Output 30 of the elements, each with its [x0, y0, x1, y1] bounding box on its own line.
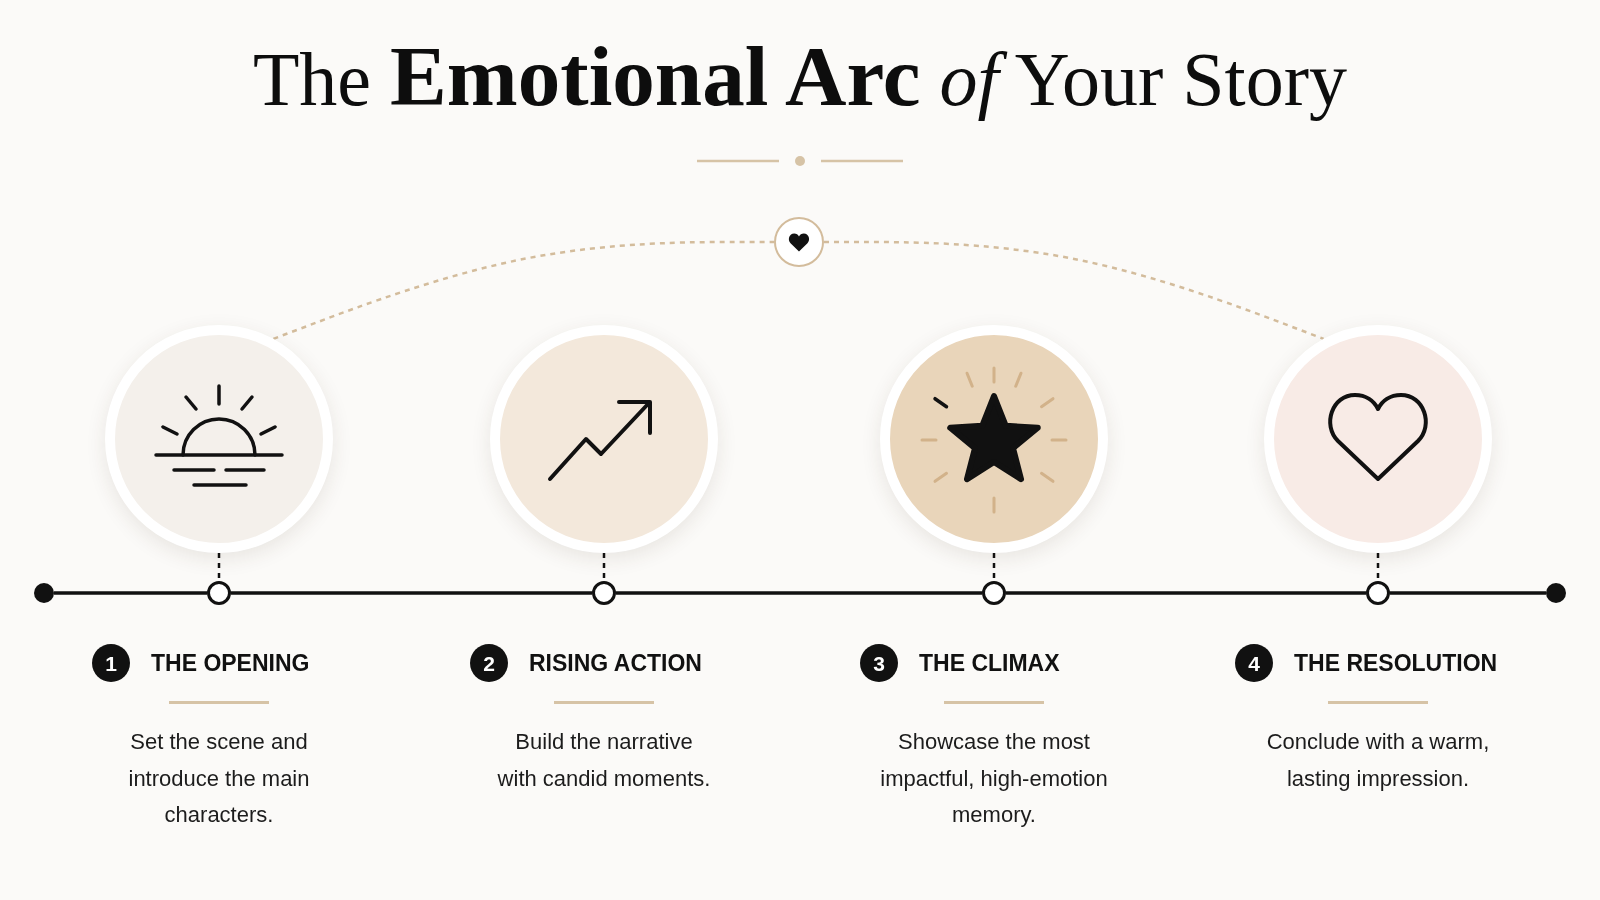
timeline-marker [1366, 581, 1390, 605]
dotted-connector [217, 553, 221, 581]
timeline-marker [207, 581, 231, 605]
timeline-end-dot [34, 583, 54, 603]
timeline-line [1006, 591, 1366, 595]
step-number-badge: 1 [92, 644, 130, 682]
dotted-connector [992, 553, 996, 581]
stage-description: Showcase the most impactful, high-emotion memory. [879, 728, 1109, 829]
step-number-badge: 2 [470, 644, 508, 682]
timeline-marker [982, 581, 1006, 605]
timeline-marker [592, 581, 616, 605]
timeline-line [1390, 591, 1546, 595]
dotted-connector [1376, 553, 1380, 581]
step-number-badge: 4 [1235, 644, 1273, 682]
timeline-line [231, 591, 592, 595]
timeline-line [616, 591, 982, 595]
stage-heading: THE CLIMAX [919, 649, 1060, 677]
step-number-badge: 3 [860, 644, 898, 682]
stage-heading: THE RESOLUTION [1294, 649, 1498, 677]
stage-description: Build the narrative with candid moments. [496, 728, 712, 793]
dotted-connector [602, 553, 606, 581]
stage-heading: THE OPENING [151, 649, 310, 677]
stage-description: Conclude with a warm, lasting impression. [1265, 728, 1491, 793]
timeline-line [54, 591, 207, 595]
arc-peak-circle [774, 217, 824, 267]
dashed-arc [272, 240, 774, 340]
stage-description: Set the scene and introduce the main characters. [127, 728, 311, 829]
timeline-end-dot [1546, 583, 1566, 603]
dashed-arc [824, 240, 1325, 340]
stage-heading: RISING ACTION [529, 649, 702, 677]
